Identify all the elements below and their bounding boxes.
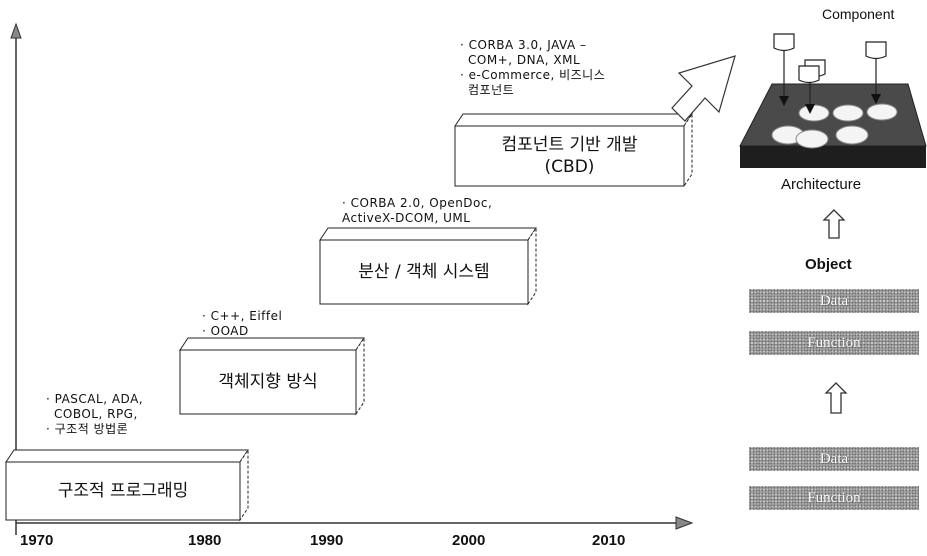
stage-title-object-oriented: 객체지향 방식 [180,350,356,414]
year-label-1970: 1970 [20,532,53,549]
note-line: · PASCAL, ADA, [46,392,143,407]
note-line: 컴포넌트 [460,83,605,98]
y-axis-arrowhead [11,24,21,38]
component-label: Component [822,6,894,22]
note-line: COBOL, RPG, [46,407,143,422]
note-line: ActiveX-DCOM, UML [342,211,492,226]
stage-notes-object-oriented: · C++, Eiffel · OOAD [202,309,282,339]
stage-title-cbd: 컴포넌트 기반 개발 (CBD) [455,126,684,186]
architecture-label: Architecture [781,176,861,193]
note-line: · OOAD [202,324,282,339]
note-line: COM+, DNA, XML [460,53,605,68]
note-line: · CORBA 2.0, OpenDoc, [342,196,492,211]
stage-title-distributed: 분산 / 객체 시스템 [320,240,528,304]
year-label-2010: 2010 [592,532,625,549]
stage-notes-cbd: · CORBA 3.0, JAVA – COM+, DNA, XML · e-C… [460,38,605,98]
year-label-1980: 1980 [188,532,221,549]
component-board [740,84,926,168]
note-line: · CORBA 3.0, JAVA – [460,38,605,53]
object-label: Object [805,256,852,273]
year-label-1990: 1990 [310,532,343,549]
procedural-function-bar: Function [749,486,919,510]
stage-title-structured: 구조적 프로그래밍 [6,462,240,520]
stage-title-cbd-line1: 컴포넌트 기반 개발 [502,134,638,156]
stage-notes-structured: · PASCAL, ADA, COBOL, RPG, · 구조적 방법론 [46,392,143,437]
procedural-data-bar: Data [749,447,919,471]
year-label-2000: 2000 [452,532,485,549]
note-line: · 구조적 방법론 [46,422,143,437]
note-line: · e-Commerce, 비즈니스 [460,68,605,83]
up-arrow-icon-upper [824,210,844,238]
object-function-bar: Function [749,331,919,355]
note-line: · C++, Eiffel [202,309,282,324]
up-arrow-icon-lower [826,383,846,413]
object-data-bar: Data [749,289,919,313]
x-axis-arrowhead [676,517,692,529]
stage-title-cbd-line2: (CBD) [545,156,595,178]
progress-arrow-icon [672,56,735,121]
stage-notes-distributed: · CORBA 2.0, OpenDoc, ActiveX-DCOM, UML [342,196,492,226]
